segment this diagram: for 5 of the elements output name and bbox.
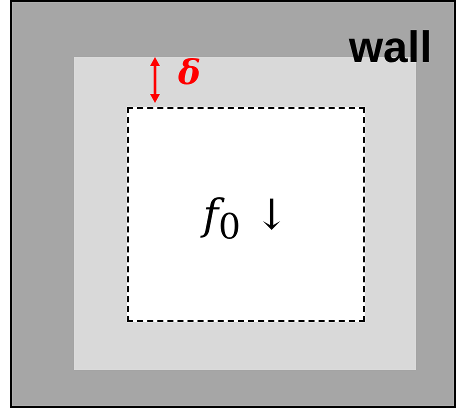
wall-region bbox=[10, 0, 456, 408]
force-label: f$_{0}$ ↓ bbox=[129, 194, 363, 246]
wall-label: wall bbox=[348, 26, 432, 70]
dashed-region bbox=[127, 107, 365, 322]
dimension-label: δ bbox=[178, 56, 201, 90]
